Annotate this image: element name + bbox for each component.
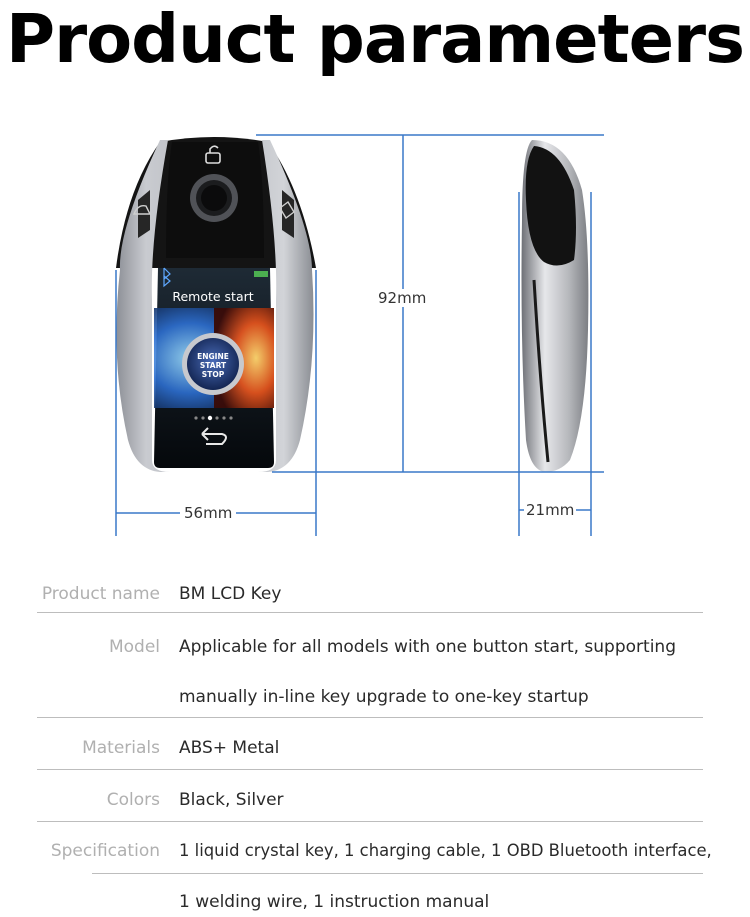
- spec-value-product-name: BM LCD Key: [179, 584, 282, 604]
- page-title: Product parameters: [6, 0, 745, 78]
- back-arrow-icon: [201, 427, 227, 445]
- spec-label-colors: Colors: [106, 790, 160, 810]
- engine-button-line-3: STOP: [202, 370, 225, 379]
- spec-value-materials: ABS+ Metal: [179, 738, 280, 758]
- battery-icon: [254, 271, 268, 277]
- row-divider: [37, 769, 703, 770]
- spec-value-model-line-1: Applicable for all models with one butto…: [179, 637, 676, 657]
- trunk-icon: [279, 200, 295, 220]
- width-dimension-label: 56mm: [180, 504, 237, 522]
- thickness-dimension-label: 21mm: [524, 501, 577, 519]
- spec-value-model-line-2: manually in-line key upgrade to one-key …: [179, 687, 589, 707]
- spec-value-colors: Black, Silver: [179, 790, 284, 810]
- bluetooth-icon: [163, 267, 171, 288]
- key-side-view: [521, 140, 589, 472]
- row-divider: [37, 821, 703, 822]
- spec-value-specification-line-2: 1 welding wire, 1 instruction manual: [179, 892, 490, 912]
- spec-label-specification: Specification: [50, 841, 160, 861]
- height-dimension-label: 92mm: [374, 289, 431, 307]
- spec-label-product-name: Product name: [41, 584, 160, 604]
- product-figure: Remote start ENGINE START STOP 92mm 56mm…: [115, 134, 604, 536]
- spec-value-specification-line-1: 1 liquid crystal key, 1 charging cable, …: [179, 841, 712, 860]
- key-front-view: Remote start ENGINE START STOP: [116, 137, 316, 472]
- engine-button-line-1: ENGINE: [197, 352, 229, 361]
- product-illustration: Remote start ENGINE START STOP: [115, 134, 604, 536]
- screen-text: Remote start: [172, 289, 253, 304]
- row-divider: [37, 717, 703, 718]
- row-divider: [37, 612, 703, 613]
- engine-button-line-2: START: [200, 361, 227, 370]
- row-divider: [92, 873, 703, 874]
- unlock-icon: [205, 145, 221, 164]
- page-indicator: [194, 415, 233, 421]
- car-icon: [132, 204, 152, 215]
- spec-label-materials: Materials: [82, 738, 160, 758]
- spec-label-model: Model: [108, 637, 160, 657]
